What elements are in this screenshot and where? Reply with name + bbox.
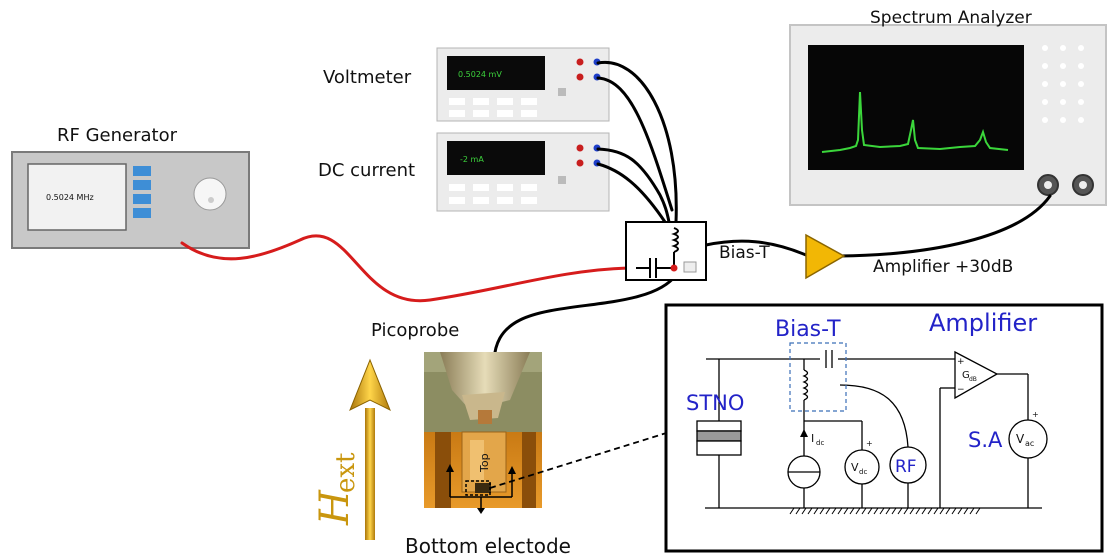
dc-current-title: DC current: [318, 160, 415, 181]
top-electrode-label: Top: [478, 453, 491, 473]
spectrum-trace: [821, 91, 1009, 153]
rf-generator-display: 0.5024 MHz: [46, 193, 94, 202]
amplifier-icon: [805, 233, 846, 280]
dc-current-source: -2 mA: [436, 132, 610, 212]
picoprobe-photo: Top: [424, 352, 542, 514]
vdc-plus-sign: +: [866, 439, 873, 448]
amplifier-label: Amplifier +30dB: [873, 257, 1013, 277]
picoprobe-label: Picoprobe: [371, 320, 459, 341]
rf-generator-title: RF Generator: [57, 125, 178, 146]
dc-current-display: -2 mA: [460, 155, 484, 164]
schematic-rf-label: RF: [895, 457, 917, 477]
voltmeter-display: 0.5024 mV: [458, 70, 502, 79]
cables: [180, 60, 1052, 362]
idc-label: I: [811, 432, 814, 445]
spectrum-screen: [808, 45, 1024, 170]
schematic-sa-label: S.A: [968, 428, 1003, 452]
field-arrow-icon: [349, 358, 391, 540]
vdc-subscript: dc: [859, 468, 867, 476]
rf-generator: 0.5024 MHz: [11, 151, 250, 249]
vac-label: V: [1016, 432, 1025, 446]
gain-label: G: [962, 370, 970, 381]
amp-minus-sign: −: [957, 385, 965, 395]
rf-generator-knob: [193, 177, 227, 211]
spectrum-analyzer-title: Spectrum Analyzer: [870, 8, 1032, 28]
field-symbol: H: [312, 489, 358, 526]
gain-subscript: dB: [969, 376, 977, 383]
vac-plus-sign: +: [1032, 410, 1039, 419]
voltmeter-title: Voltmeter: [323, 67, 412, 88]
idc-subscript: dc: [816, 439, 824, 447]
bias-tee: [625, 221, 707, 281]
bias-tee-label: Bias-T: [719, 243, 770, 263]
zoom-link-line: [489, 424, 693, 489]
schematic-bias-tee-label: Bias-T: [775, 317, 841, 342]
circuit-schematic: [664, 303, 1104, 553]
spectrum-analyzer: [789, 24, 1107, 206]
bottom-electrode-label: Bottom electode: [405, 534, 571, 558]
vdc-label: V: [851, 461, 859, 474]
field-subscript: ext: [331, 452, 361, 493]
amp-plus-sign: +: [957, 357, 965, 367]
schematic-stno-label: STNO: [686, 391, 744, 415]
schematic-amplifier-label: Amplifier: [929, 309, 1037, 337]
vac-subscript: ac: [1025, 439, 1034, 448]
voltmeter: 0.5024 mV: [436, 47, 610, 122]
field-label: H ext: [312, 452, 361, 526]
